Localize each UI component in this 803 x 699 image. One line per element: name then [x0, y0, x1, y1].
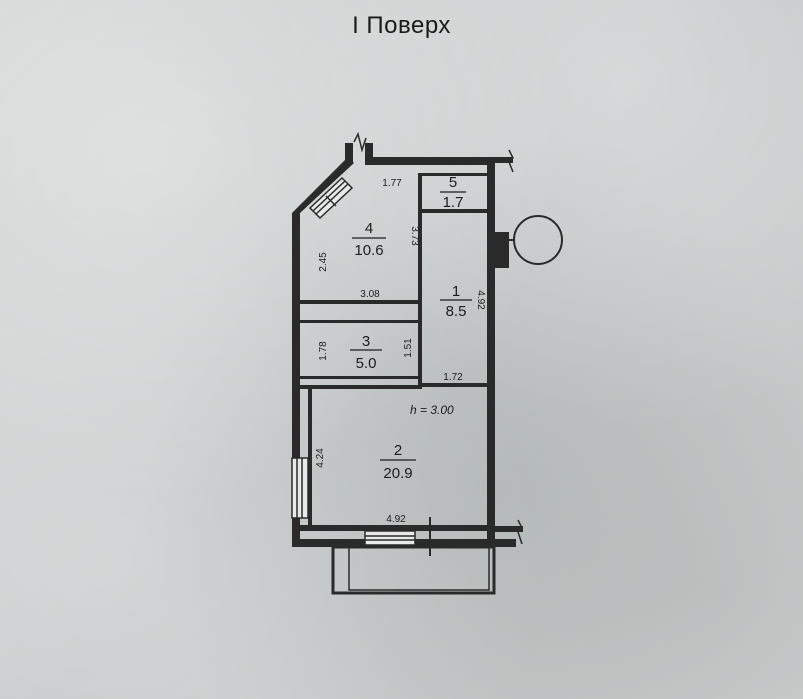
dim-room4-top: 1.77 [382, 178, 402, 189]
svg-text:2: 2 [394, 442, 402, 459]
diagonal-window [308, 176, 354, 220]
dim-room4-right: 3.73 [409, 226, 420, 246]
dim-room3-right: 1.51 [403, 338, 414, 358]
interior-partitions [300, 173, 488, 531]
room-2-label: 2 20.9 [380, 442, 416, 482]
balcony [331, 545, 496, 595]
dim-room4-bottom: 3.08 [360, 289, 380, 300]
room-5-label: 5 1.7 [440, 174, 466, 211]
dim-room1-bottom: 1.72 [443, 372, 463, 383]
svg-text:5: 5 [449, 174, 457, 191]
break-marks [353, 131, 523, 545]
dim-room2-bottom: 4.92 [386, 514, 406, 525]
dim-room3-left: 1.78 [318, 341, 329, 361]
svg-text:8.5: 8.5 [446, 303, 467, 320]
balcony-door [364, 517, 431, 556]
room-3-label: 3 5.0 [350, 333, 382, 372]
svg-text:1: 1 [452, 283, 460, 300]
riser-circle [487, 215, 563, 268]
dim-room4-left: 2.45 [318, 252, 329, 272]
svg-text:3: 3 [362, 333, 370, 350]
dim-room2-left: 4.24 [315, 448, 326, 468]
room-4-label: 4 10.6 [352, 220, 386, 259]
svg-text:4: 4 [365, 220, 373, 237]
svg-text:20.9: 20.9 [383, 465, 412, 482]
dim-room1-right: 4.92 [475, 290, 486, 310]
svg-text:5.0: 5.0 [356, 355, 377, 372]
room-1-label: 1 8.5 [440, 283, 472, 320]
svg-text:10.6: 10.6 [354, 242, 383, 259]
left-window [291, 457, 309, 519]
floor-title: I Поверх [352, 12, 451, 39]
svg-text:1.7: 1.7 [443, 194, 464, 211]
ceiling-height-note: h = 3.00 [410, 403, 454, 417]
